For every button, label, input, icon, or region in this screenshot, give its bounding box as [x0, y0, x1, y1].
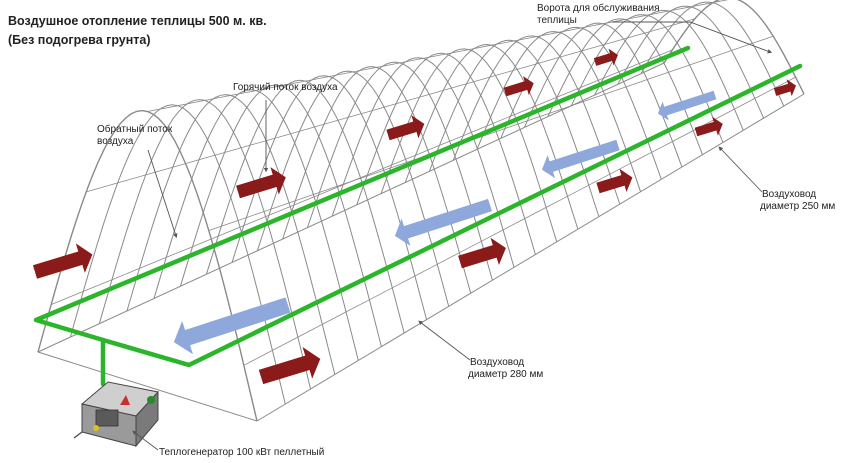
- generator-leg: [73, 431, 83, 439]
- floor-rail-front: [37, 351, 258, 422]
- heat-generator-icon: [73, 381, 159, 448]
- greenhouse-longitudinal-frame: [50, 0, 796, 366]
- duct-280-right: [100, 63, 803, 368]
- floor-rail-right: [256, 93, 805, 422]
- arch-frame: [331, 57, 515, 268]
- hot-air-arrow-icon: [694, 116, 723, 137]
- generator-fan: [147, 396, 155, 404]
- gate-label-line1: Ворота для обслуживания: [537, 3, 660, 14]
- duct-280-label-line1: Воздуховод: [470, 357, 525, 368]
- generator-firebox: [95, 409, 119, 427]
- hot-flow-label: Горячий поток воздуха: [233, 82, 338, 93]
- purlin-line: [50, 49, 673, 305]
- hot-air-arrow-icon: [593, 48, 618, 66]
- hot-air-arrows: [32, 48, 797, 385]
- gate-label-line2: теплицы: [537, 15, 577, 26]
- generator-label: Теплогенератор 100 кВт пеллетный: [159, 447, 325, 458]
- air-ducts: [33, 45, 803, 387]
- purlin-line: [86, 18, 695, 193]
- greenhouse-floor-frame: [37, 62, 805, 422]
- arch-frame: [663, 0, 805, 95]
- hot-air-arrow-icon: [596, 168, 633, 194]
- hot-air-arrow-icon: [236, 167, 286, 199]
- hot-air-arrow-icon: [773, 79, 797, 97]
- hot-air-arrow-icon: [458, 237, 506, 269]
- return-flow-leader: [147, 149, 178, 239]
- purlin-line: [147, 0, 729, 112]
- purlin-line: [243, 76, 796, 366]
- label-leader-lines: [132, 21, 773, 451]
- duct-280-label-line2: диаметр 280 мм: [468, 369, 544, 380]
- hot-air-arrow-icon: [258, 347, 321, 385]
- hot-air-arrow-icon: [503, 76, 534, 97]
- return-flow-label-line2: воздуха: [97, 136, 134, 147]
- duct-250-left: [33, 45, 691, 375]
- duct-250-leader: [718, 146, 763, 193]
- hot-air-arrow-icon: [32, 243, 93, 279]
- purlin-line: [208, 35, 774, 231]
- hot-air-arrow-icon: [386, 115, 425, 141]
- return-air-arrow-icon: [541, 139, 620, 179]
- return-flow-label-line1: Обратный поток: [97, 124, 173, 135]
- arch-frame: [404, 43, 579, 230]
- duct-250-label-line1: Воздуховод: [762, 189, 817, 200]
- return-air-arrow-icon: [394, 198, 493, 246]
- greenhouse-arches: [37, 0, 805, 422]
- return-air-arrows: [173, 90, 717, 355]
- generator-flame: [120, 395, 130, 405]
- return-air-arrow-icon: [657, 90, 717, 121]
- generator-leader: [132, 430, 159, 451]
- diagram-title: Воздушное отопление теплицы 500 м. кв.: [8, 14, 267, 28]
- gate-leader: [612, 21, 773, 54]
- diagram-subtitle: (Без подогрева грунта): [8, 33, 151, 47]
- arch-frame: [126, 94, 336, 375]
- duct-250-label-line2: диаметр 250 мм: [760, 201, 836, 212]
- return-air-arrow-icon: [173, 297, 291, 355]
- generator-burner: [93, 425, 99, 431]
- arch-frame: [428, 39, 600, 217]
- floor-rail-left: [37, 62, 665, 353]
- duct-280-leader: [418, 320, 471, 361]
